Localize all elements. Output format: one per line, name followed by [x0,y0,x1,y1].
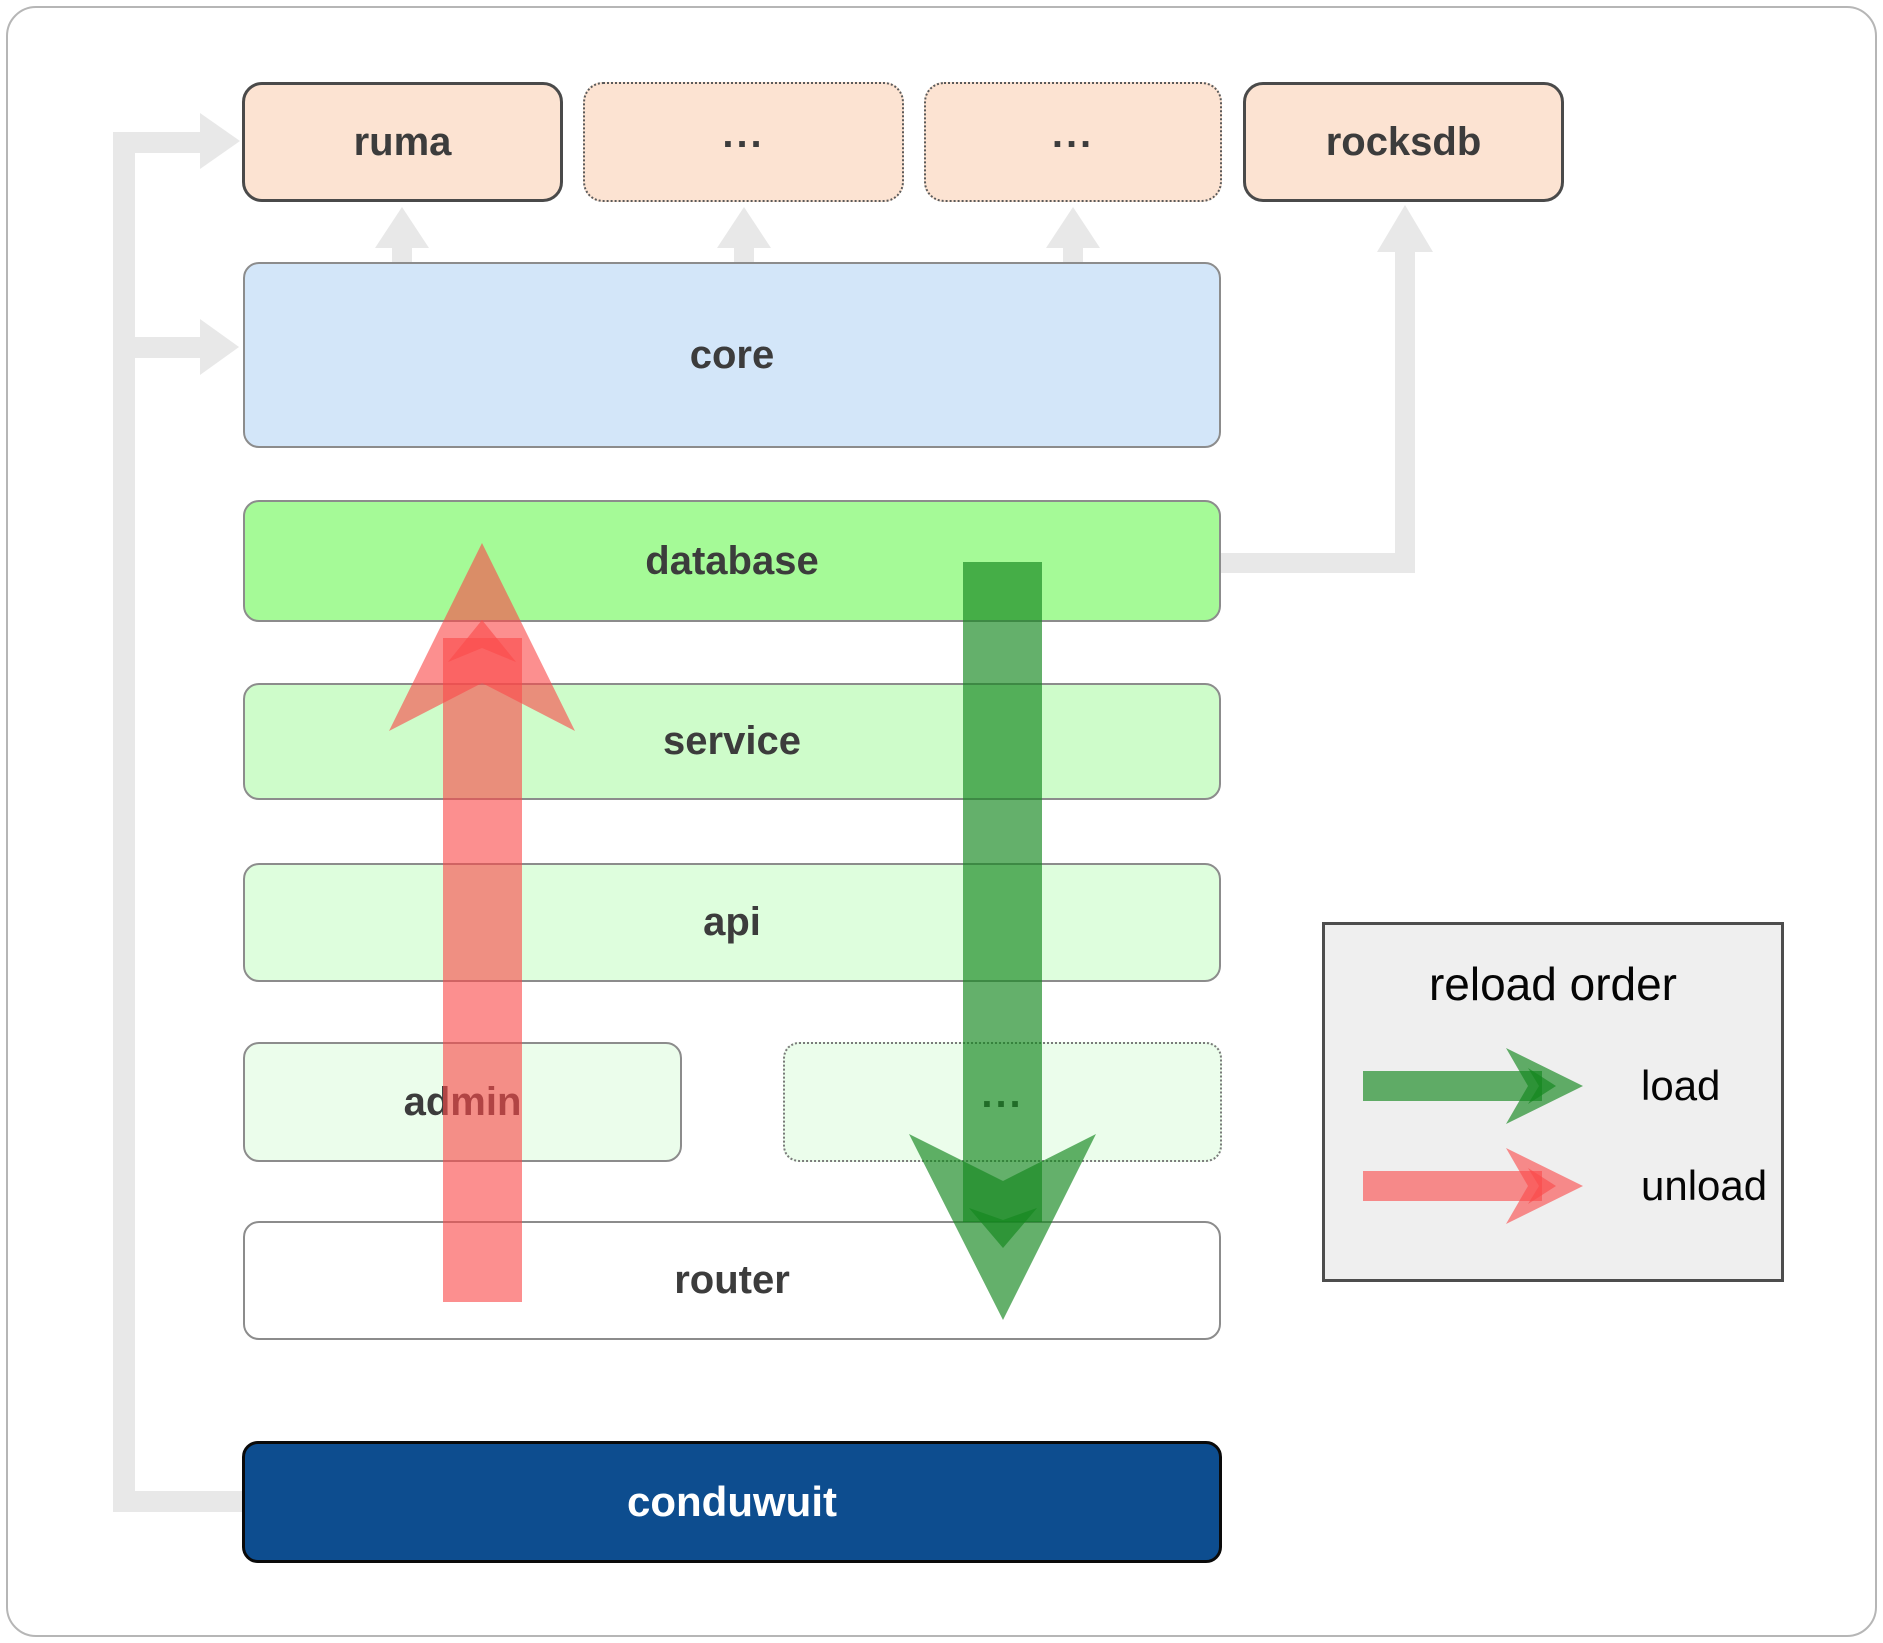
node-router: router [243,1221,1221,1340]
node-ruma-label: ruma [353,119,452,164]
core-to-dep1-line [734,246,754,263]
node-service-label: service [663,719,801,763]
legend-unload-label: unload [1641,1162,1768,1209]
conduwuit-branch-line [113,1491,243,1512]
unload-arrow-shaft [443,638,522,1302]
node-api-label: api [703,900,761,944]
node-dep-other-2: ... [924,82,1222,202]
arrowhead-into-rocksdb [1377,205,1433,252]
core-to-ruma-line [392,246,412,263]
node-database: database [243,500,1221,622]
arrowhead-into-core [200,319,239,375]
node-core: core [243,262,1221,448]
legend-item-unload: unload [1363,1146,1767,1226]
node-api: api [243,863,1221,982]
legend-reload-order: reload order load unload [1322,922,1784,1282]
unload-arrow [389,543,575,1302]
dependency-connectors [113,113,1433,1512]
database-to-rocksdb-hline [1221,553,1415,573]
load-arrow [909,562,1096,1320]
node-dep-other-1: ... [583,82,904,202]
node-dep-other-1-label: ... [722,111,765,156]
load-arrowhead-marker [969,1208,1037,1248]
node-rocksdb: rocksdb [1243,82,1564,202]
node-core-label: core [689,332,775,377]
node-database-label: database [645,538,819,583]
node-rocksdb-label: rocksdb [1325,119,1482,164]
page-border [6,6,1877,1637]
legend-item-load: load [1363,1046,1720,1126]
core-branch-line [135,337,200,358]
ruma-branch-line [135,132,200,153]
trunk-conduwuit-line [113,132,135,1512]
core-to-dep2-line [1063,246,1083,263]
database-to-rocksdb-vline [1395,250,1415,573]
node-router-label: router [674,1258,790,1302]
node-dep-other-2-label: ... [1051,111,1095,156]
legend-title: reload order [1428,958,1678,1010]
arrowhead-core-to-dep2 [1046,207,1100,248]
arrowhead-core-to-ruma [375,207,429,248]
arrowhead-core-to-dep1 [717,207,771,248]
load-arrow-shaft [963,562,1042,1222]
node-conduwuit-label: conduwuit [627,1478,837,1525]
load-arrow-icon [1363,1048,1583,1124]
unload-arrow-icon [1363,1148,1583,1224]
node-conduwuit: conduwuit [242,1441,1222,1563]
arrowhead-into-ruma [200,113,240,169]
node-ruma: ruma [242,82,563,202]
legend-load-label: load [1641,1062,1721,1109]
unload-arrowhead-marker [448,620,516,662]
